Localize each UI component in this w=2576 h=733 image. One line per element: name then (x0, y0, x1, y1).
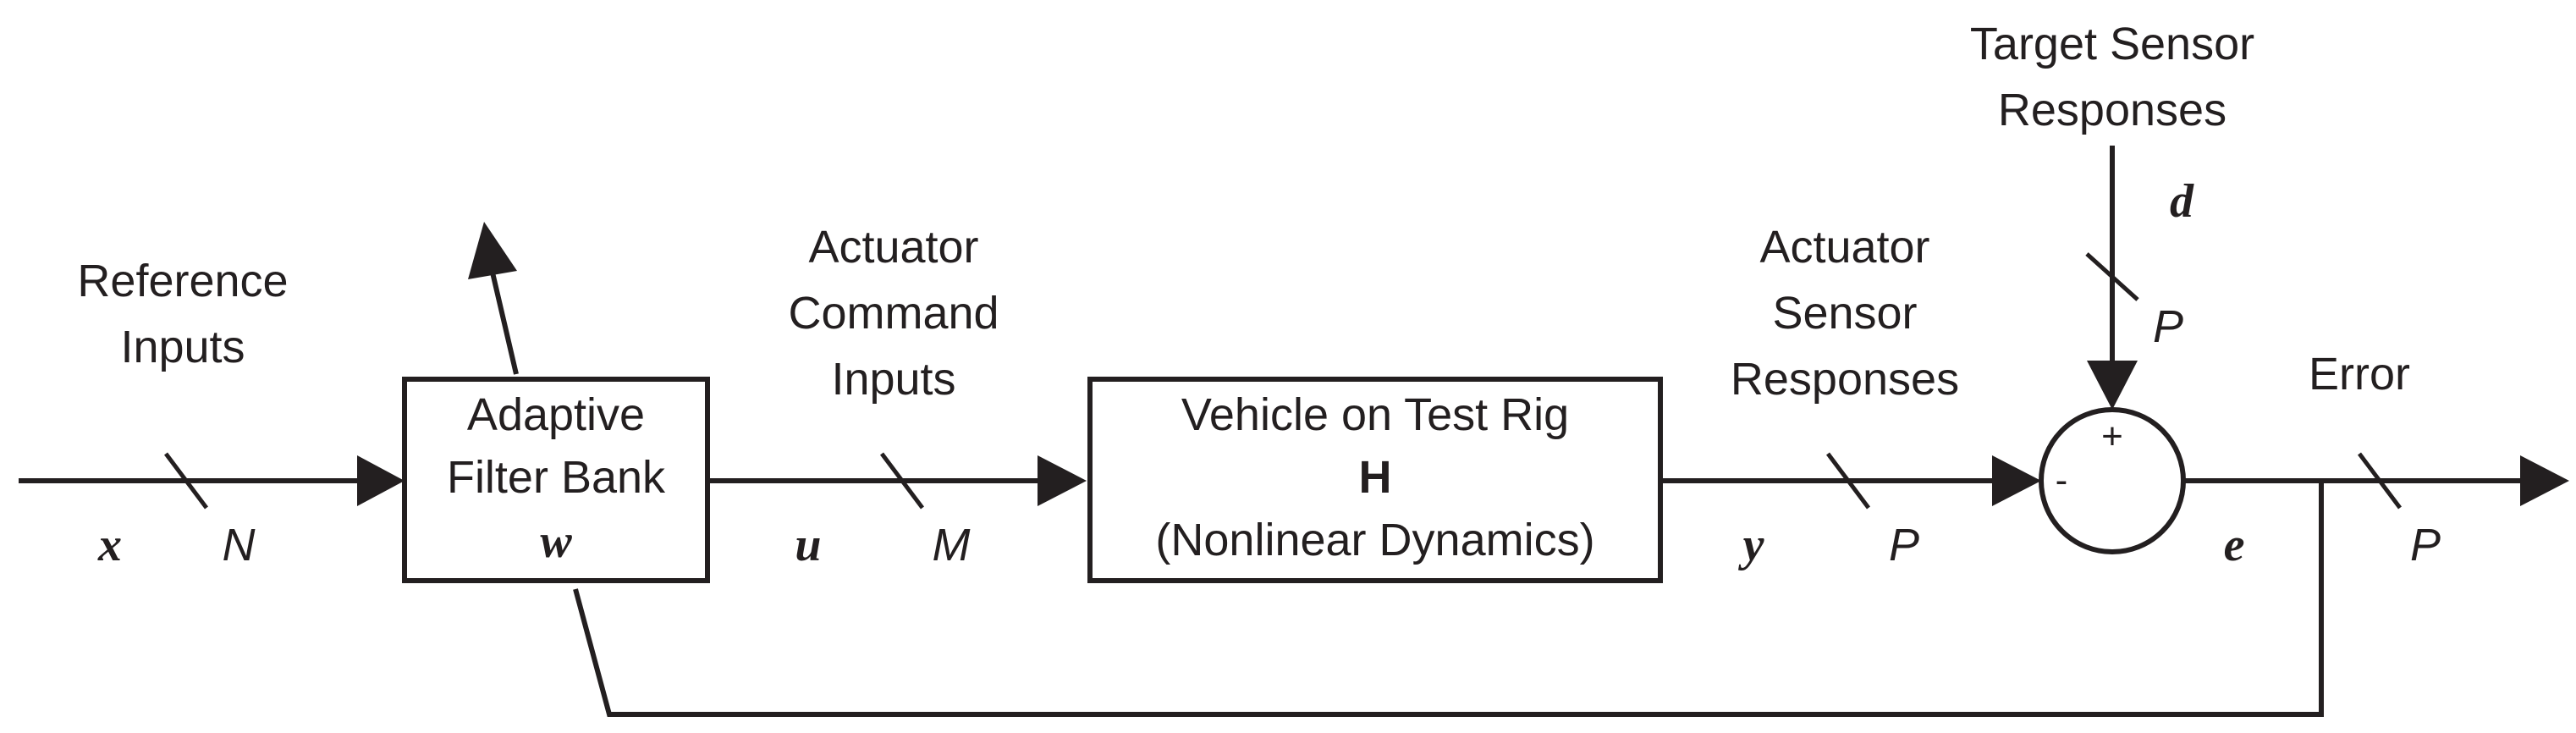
plant-label-line1: Vehicle on Test Rig (1181, 389, 1569, 440)
reference-inputs-line1: Reference (77, 256, 288, 306)
actuator-command-line1: Actuator (808, 222, 978, 273)
tick-P-e (2358, 452, 2402, 510)
adaptation-arrowhead (468, 222, 517, 279)
actuator-sensor-line3: Responses (1731, 354, 1959, 405)
arrow-into-summer (1992, 455, 2041, 506)
tick-N (164, 452, 208, 510)
summer-plus-sign: + (2101, 416, 2123, 457)
width-M: M (933, 520, 971, 570)
signal-x: x (97, 519, 122, 571)
signal-d: d (2170, 175, 2194, 228)
arrow-into-plant (1038, 455, 1087, 506)
feedback-line (573, 481, 2324, 717)
tick-M (880, 452, 924, 510)
signal-y: y (1738, 519, 1765, 571)
arrow-into-filter (357, 455, 405, 506)
reference-inputs-line2: Inputs (120, 322, 245, 372)
arrow-into-summer-top (2087, 361, 2138, 410)
summer-minus-sign: - (2056, 460, 2068, 501)
adaptation-line (490, 272, 519, 375)
actuator-sensor-line2: Sensor (1772, 288, 1917, 339)
actuator-sensor-line1: Actuator (1759, 222, 1929, 273)
plant-symbol-H: H (1359, 452, 1392, 503)
summing-junction (2039, 407, 2186, 554)
signal-e: e (2224, 519, 2245, 571)
width-N: N (223, 520, 256, 570)
filter-label-line2: Filter Bank (447, 452, 666, 503)
target-sensor-line2: Responses (1998, 85, 2226, 135)
tick-P-y (1826, 452, 1870, 510)
width-P-y: P (1889, 520, 1919, 570)
target-sensor-line1: Target Sensor (1970, 19, 2254, 69)
signal-u: u (795, 519, 821, 571)
adaptive-filter-block (402, 377, 710, 583)
tick-P-d (2085, 252, 2139, 301)
actuator-command-line2: Command (788, 288, 999, 339)
error-label: Error (2309, 349, 2410, 400)
width-P-e: P (2410, 520, 2441, 570)
plant-label-line3: (Nonlinear Dynamics) (1155, 515, 1594, 565)
plant-block (1087, 377, 1663, 583)
filter-label-line1: Adaptive (467, 389, 645, 440)
width-P-d: P (2153, 301, 2183, 352)
filter-symbol-w: w (540, 515, 572, 568)
actuator-command-line3: Inputs (831, 354, 955, 405)
arrow-output (2520, 455, 2569, 506)
